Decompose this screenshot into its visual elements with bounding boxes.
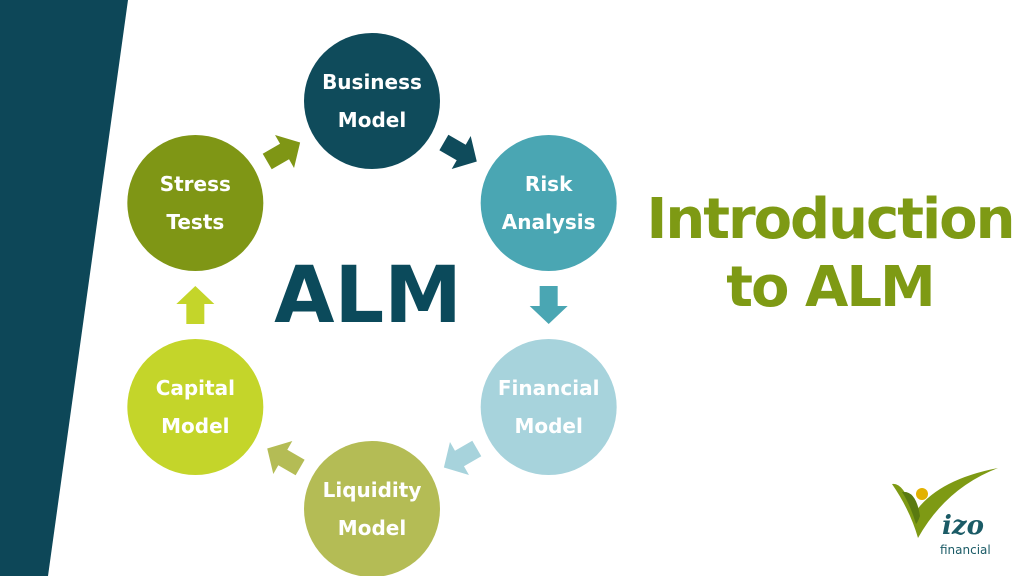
cycle-arrow <box>439 134 477 169</box>
cycle-node-label: Financial <box>498 376 600 400</box>
center-label: ALM <box>274 251 462 341</box>
cycle-node-circle <box>127 135 264 271</box>
cycle-arrow <box>443 440 482 475</box>
cycle-arrow <box>262 135 301 170</box>
cycle-node-label: Business <box>322 70 422 94</box>
alm-cycle-diagram: BusinessModelRiskAnalysisFinancialModelL… <box>127 33 617 576</box>
cycle-node-label: Model <box>338 108 406 132</box>
title-line-1: Introduction <box>646 187 1015 252</box>
cycle-arrow <box>529 286 568 324</box>
cycle-node-label: Model <box>514 414 582 438</box>
cycle-node-label: Risk <box>525 172 573 196</box>
checkmark-person-icon <box>892 468 998 538</box>
logo-subtext: financial <box>940 543 991 557</box>
cycle-node-label: Model <box>161 414 229 438</box>
cycle-node-label: Liquidity <box>323 478 422 502</box>
vizo-logo: izo financial <box>892 468 998 557</box>
cycle-node-circle <box>480 339 617 475</box>
cycle-arrow <box>267 441 305 476</box>
cycle-node-circle <box>480 135 617 271</box>
cycle-node-label: Model <box>338 516 406 540</box>
side-band-shape <box>0 0 128 576</box>
cycle-node-label: Tests <box>166 210 224 234</box>
title-line-2: to ALM <box>726 255 936 320</box>
cycle-node-label: Capital <box>156 376 235 400</box>
cycle-nodes: BusinessModelRiskAnalysisFinancialModelL… <box>127 33 617 576</box>
slide-title: Introduction to ALM <box>640 186 1020 322</box>
cycle-node-label: Stress <box>160 172 231 196</box>
cycle-arrow <box>176 286 215 324</box>
cycle-node-circle <box>304 33 440 169</box>
cycle-node-circle <box>304 441 440 576</box>
cycle-arrows <box>176 134 568 476</box>
logo-word: izo <box>942 511 984 541</box>
cycle-node-label: Analysis <box>502 210 596 234</box>
cycle-node-circle <box>127 339 264 475</box>
